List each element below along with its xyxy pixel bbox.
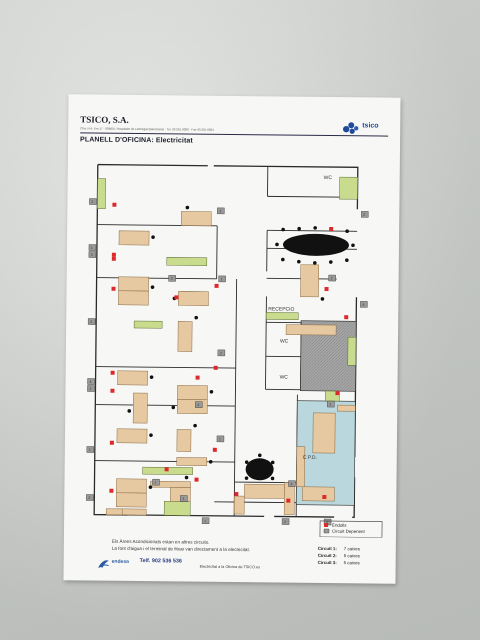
circuit-box-label: 2: [91, 200, 93, 204]
room-label-wc-b: WC: [280, 375, 289, 381]
circuit2-value: 5 caixes: [344, 553, 361, 558]
footer-caption: Electricitat a la Oficina de TSICO.es: [199, 564, 261, 570]
endesa-phone: Telf. 902 536 536: [139, 558, 182, 565]
circuit1-label: Circuit 1:: [318, 546, 338, 551]
plan-title: PLANELL D'OFICINA: Electricitat: [80, 136, 193, 145]
circuit-box-label: 2: [331, 276, 333, 280]
circuit-number-boxes: 2 3 1 2 3 4 2 1 2 1 3 2 4 1 1 3 1 2 2 4 …: [86, 198, 369, 526]
floor-plan-sheet: TSICO, S.A. Ctra. N-II, Km 17 · 08660 L'…: [63, 94, 401, 584]
meeting-table-round: [245, 458, 274, 481]
chairs: [127, 205, 355, 489]
circuit-box-label: 2: [89, 387, 91, 391]
legend-circuit-swatch: [323, 528, 330, 534]
legend-circuit-depenent: Circuit Depenent: [332, 529, 366, 534]
circuit-box-label: 3: [326, 520, 328, 524]
endesa-name: endesa: [111, 558, 129, 565]
tsico-logo-icon: [343, 122, 359, 134]
circuit-box-label: 3: [219, 209, 221, 213]
circuit-box-label: 3: [171, 277, 173, 281]
circuit-box-label: 4: [90, 380, 92, 384]
company-name: TSICO, S.A.: [80, 114, 129, 125]
room-label-cpd: C.P.D.: [303, 455, 317, 461]
circuit-box-label: 1: [91, 246, 93, 250]
meeting-table-large: [282, 233, 349, 256]
note-line-2: La font d'aigua i el terminal de fitxar …: [111, 545, 251, 553]
circuit-box-label: 1: [329, 402, 331, 406]
circuit-box-label: 2: [363, 213, 365, 217]
legend: Endolls Circuit Depenent: [319, 520, 383, 538]
room-label-wc-top: WC: [324, 175, 333, 181]
circuit-box-label: 2: [88, 496, 90, 500]
legend-outlet-swatch: [324, 522, 329, 528]
endesa-block: endesa Telf. 902 536 536: [98, 557, 218, 570]
circuit-box-label: 1: [219, 437, 221, 441]
circuit3-label: Circuit 3:: [318, 560, 338, 565]
electrical-outlets: [109, 202, 349, 503]
circuit-box-label: 1: [154, 481, 156, 485]
circuit1-value: 7 caixes: [344, 546, 361, 551]
circuit-box-label: 4: [290, 482, 292, 486]
circuit-box-label: 2: [91, 253, 93, 257]
circuit-box-label: 3: [90, 320, 92, 324]
circuit-box-label: 1: [204, 519, 206, 523]
tsico-logo: tsico: [340, 119, 392, 136]
circuit-box-label: 1: [89, 448, 91, 452]
room-label-recepcio: RECEPCIO: [268, 306, 294, 312]
circuit-summary: Circuit 1: 7 caixes Circuit 2: 5 caixes …: [318, 546, 361, 565]
company-address: Ctra. N-II, Km 17 · 08660 L'Hospitalet d…: [80, 126, 214, 132]
logo-text: tsico: [362, 122, 379, 130]
circuit2-label: Circuit 2:: [318, 553, 338, 558]
circuit-box-label: 1: [221, 277, 223, 281]
office-floor-plan: 2 3 1 2 3 4 2 1 2 1 3 2 4 1 1 3 1 2 2 4 …: [86, 163, 383, 538]
endesa-logo-icon: [98, 560, 109, 569]
room-label-wc-a: WC: [280, 339, 289, 345]
legend-endolls: Endolls: [332, 523, 347, 528]
circuit3-value: 5 caixes: [344, 560, 361, 565]
circuit-box-label: 4: [362, 303, 364, 307]
note-line-1: Els Àrees Acondicionats estan en altres …: [111, 538, 210, 545]
circuit-box-label: 3: [182, 497, 184, 501]
circuit-box-label: 2: [220, 351, 222, 355]
circuit-box-label: 2: [284, 520, 286, 524]
circuit-box-label: 4: [197, 403, 199, 407]
